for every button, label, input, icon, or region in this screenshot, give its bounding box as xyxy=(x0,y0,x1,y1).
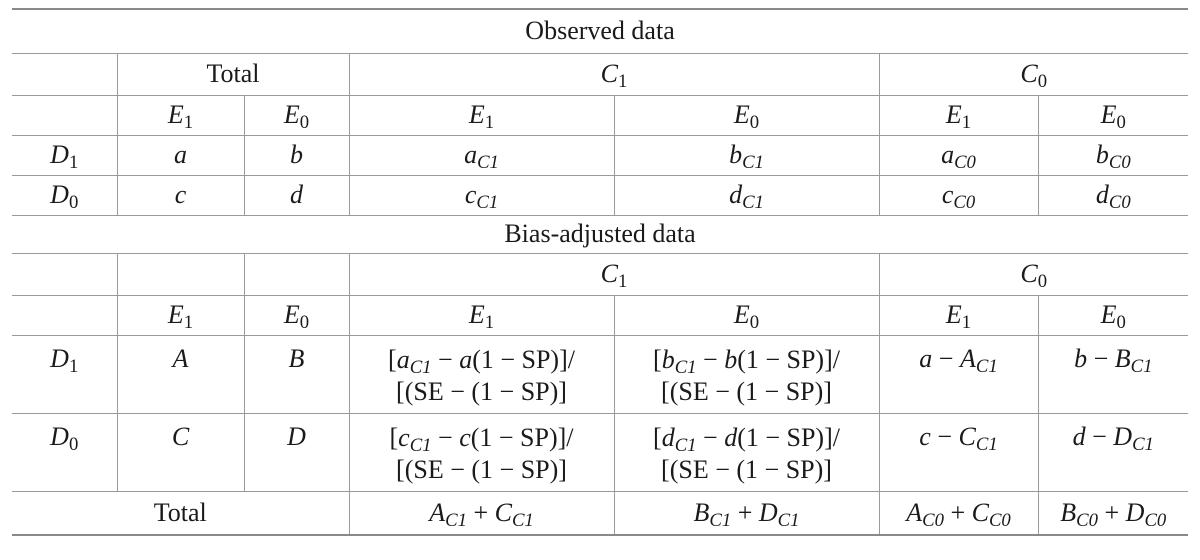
formula-A-c1: [aC1 − a(1 − SP)]/ [(SE − (1 − SP)] xyxy=(348,334,615,414)
cell-a-c0: aC0 xyxy=(878,134,1039,176)
cell-d-c0: dC0 xyxy=(1037,174,1189,216)
cell-b-c0: bC0 xyxy=(1037,134,1189,176)
formula-D-c0: d − DC1 xyxy=(1037,412,1189,492)
cell-d-c1: dC1 xyxy=(613,174,880,216)
empty-cell xyxy=(243,252,350,296)
e1-header: E1 xyxy=(348,294,615,336)
cell-D: D xyxy=(243,412,350,492)
e1-header: E1 xyxy=(878,94,1039,136)
formula-C-c1: [cC1 − c(1 − SP)]/ [(SE − (1 − SP)] xyxy=(348,412,615,492)
cell-C: C xyxy=(116,412,245,492)
cell-c-c0: cC0 xyxy=(878,174,1039,216)
formula-B-c0: b − BC1 xyxy=(1037,334,1189,414)
e1-header: E1 xyxy=(116,294,245,336)
e0-header: E0 xyxy=(243,294,350,336)
c1-header: C1 xyxy=(348,52,880,96)
e0-header: E0 xyxy=(1037,94,1189,136)
total-c1-e1: AC1 + CC1 xyxy=(348,490,615,536)
empty-cell xyxy=(116,252,245,296)
cell-b: b xyxy=(243,134,350,176)
bias-adjustment-table: Observed data Total C1 C0 E1 E0 E1 E0 E1… xyxy=(12,8,1189,536)
total-c0-e1: AC0 + CC0 xyxy=(878,490,1039,536)
formula-C-c0: c − CC1 xyxy=(878,412,1039,492)
c0-header: C0 xyxy=(878,252,1189,296)
cell-d: d xyxy=(243,174,350,216)
cell-c-c1: cC1 xyxy=(348,174,615,216)
total-header: Total xyxy=(116,52,350,96)
cell-b-c1: bC1 xyxy=(613,134,880,176)
cell-a-c1: aC1 xyxy=(348,134,615,176)
empty-cell xyxy=(12,52,118,96)
cell-B: B xyxy=(243,334,350,414)
c0-header: C0 xyxy=(878,52,1189,96)
d1-row-label: D1 xyxy=(12,134,118,176)
e1-header: E1 xyxy=(116,94,245,136)
formula-D-c1: [dC1 − d(1 − SP)]/ [(SE − (1 − SP)] xyxy=(613,412,880,492)
e0-header: E0 xyxy=(1037,294,1189,336)
c1-header: C1 xyxy=(348,252,880,296)
total-c1-e0: BC1 + DC1 xyxy=(613,490,880,536)
cell-A: A xyxy=(116,334,245,414)
d0-row-label: D0 xyxy=(12,412,118,492)
e1-header: E1 xyxy=(878,294,1039,336)
formula-A-c0: a − AC1 xyxy=(878,334,1039,414)
e1-header: E1 xyxy=(348,94,615,136)
cell-a: a xyxy=(116,134,245,176)
empty-cell xyxy=(12,294,118,336)
observed-data-title: Observed data xyxy=(12,8,1189,54)
empty-cell xyxy=(12,252,118,296)
e0-header: E0 xyxy=(613,94,880,136)
total-c0-e0: BC0 + DC0 xyxy=(1037,490,1189,536)
formula-B-c1: [bC1 − b(1 − SP)]/ [(SE − (1 − SP)] xyxy=(613,334,880,414)
d0-row-label: D0 xyxy=(12,174,118,216)
cell-c: c xyxy=(116,174,245,216)
total-row-label: Total xyxy=(12,490,350,536)
d1-row-label: D1 xyxy=(12,334,118,414)
e0-header: E0 xyxy=(243,94,350,136)
empty-cell xyxy=(12,94,118,136)
bias-adjusted-title: Bias-adjusted data xyxy=(12,214,1189,254)
e0-header: E0 xyxy=(613,294,880,336)
